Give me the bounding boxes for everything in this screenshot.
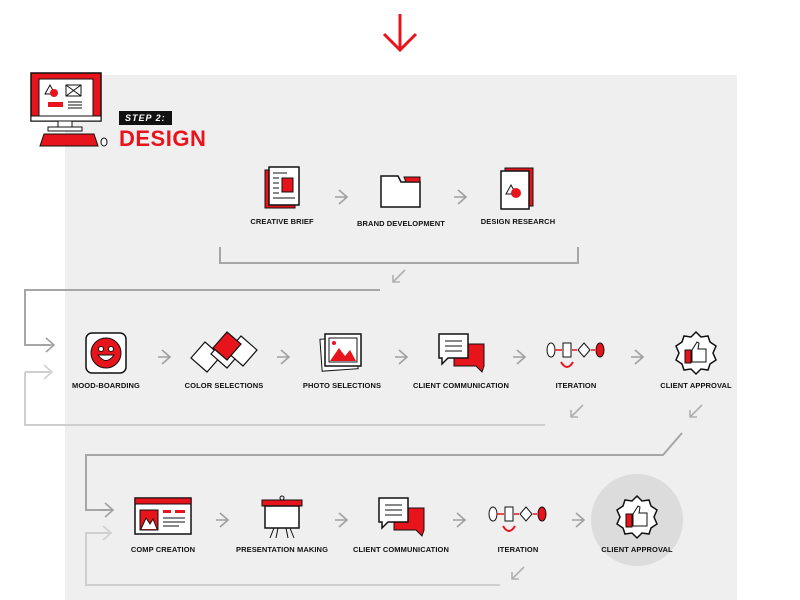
- chat-icon: [438, 333, 485, 373]
- step-label: Comp Creation: [130, 545, 196, 554]
- chat-icon: [378, 497, 425, 537]
- step-client-communication-2: Client Communication: [346, 494, 456, 554]
- step-label: Presentation Making: [235, 545, 329, 554]
- step-mood-boarding: Mood-Boarding: [51, 330, 161, 390]
- step-design-research: Design Research: [463, 166, 573, 226]
- step-brand-development: Brand Development: [346, 168, 456, 228]
- step-label: Client Communication: [352, 545, 450, 554]
- step-label: Iteration: [555, 381, 597, 390]
- step-label: STEP 2:: [119, 111, 172, 125]
- step-comp-creation: Comp Creation: [108, 494, 218, 554]
- step-color-selections: Color Selections: [169, 330, 279, 390]
- swatches-icon: [190, 331, 258, 373]
- down-arrow-icon: [382, 14, 418, 53]
- computer-icon: [30, 72, 108, 147]
- step-creative-brief: Creative Brief: [227, 166, 337, 226]
- step-iteration: Iteration: [521, 330, 631, 390]
- step-label: Photo Selections: [302, 381, 382, 390]
- photos-icon: [319, 333, 362, 372]
- step-label: Iteration: [497, 545, 539, 554]
- step-label: Creative Brief: [250, 217, 314, 226]
- page-title: DESIGN: [119, 126, 207, 151]
- document-icon: [264, 166, 300, 209]
- step-label: Color Selections: [184, 381, 264, 390]
- iteration-icon: [488, 506, 547, 532]
- step-client-approval-final: Client Approval: [582, 494, 692, 554]
- thumbs-up-badge-icon: [675, 330, 717, 376]
- book-icon: [500, 167, 534, 210]
- step-iteration-2: Iteration: [463, 494, 573, 554]
- folder-icon: [380, 175, 421, 208]
- iteration-icon: [546, 342, 605, 368]
- step-label: Client Approval: [660, 381, 732, 390]
- step-label: Brand Development: [357, 219, 445, 228]
- browser-window-icon: [134, 497, 192, 535]
- easel-icon: [261, 495, 303, 539]
- step-photo-selections: Photo Selections: [287, 330, 397, 390]
- step-label: Mood-Boarding: [72, 381, 140, 390]
- step-label: Client Approval: [601, 545, 673, 554]
- thumbs-up-badge-icon: [616, 494, 658, 540]
- step-presentation-making: Presentation Making: [227, 494, 337, 554]
- step-label: Design Research: [480, 217, 556, 226]
- step-label: Client Communication: [412, 381, 510, 390]
- step-client-approval: Client Approval: [641, 330, 751, 390]
- smiley-icon: [85, 332, 127, 374]
- step-client-communication: Client Communication: [406, 330, 516, 390]
